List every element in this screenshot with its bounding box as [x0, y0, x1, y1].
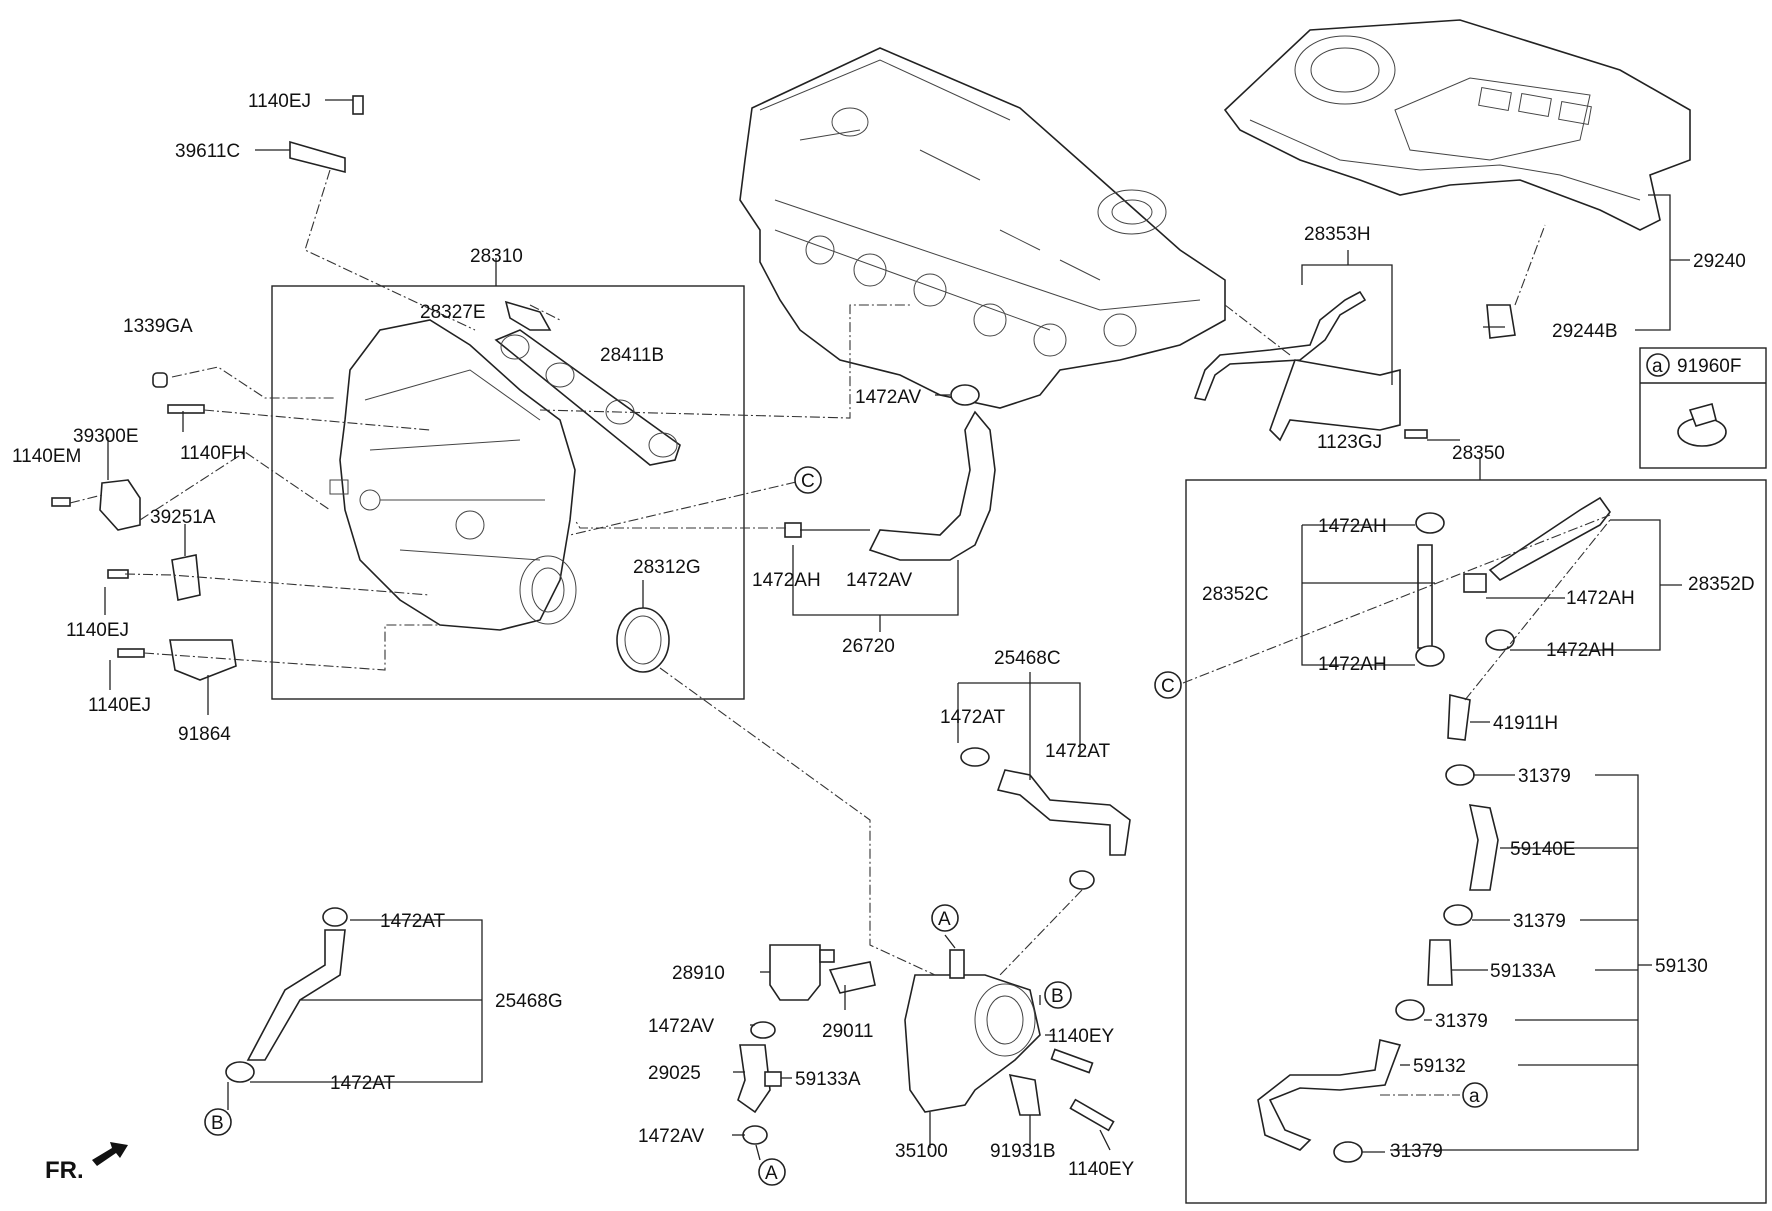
label-1140ej-top: 1140EJ [248, 91, 311, 112]
label-31379-a: 31379 [1518, 766, 1571, 787]
legend-clamp-icon [1677, 403, 1727, 447]
label-1472at-upper-left: 1472AT [940, 707, 1006, 728]
label-28353h: 28353H [1304, 224, 1371, 245]
label-28352d: 28352D [1688, 574, 1755, 595]
label-1472ah-box-right: 1472AH [1566, 588, 1635, 609]
label-31379-d: 31379 [1390, 1141, 1443, 1162]
label-91960f: 91960F [1677, 356, 1741, 377]
cylinder-head-drawing [739, 47, 1226, 409]
callout-a-throttle-text: A [938, 909, 951, 930]
callout-a-legend-text: a [1652, 356, 1663, 377]
label-59130: 59130 [1655, 956, 1708, 977]
label-28350: 28350 [1452, 443, 1505, 464]
callout-a-hose [1462, 1082, 1488, 1108]
label-39251a: 39251A [150, 507, 216, 528]
label-1472ah-box-left: 1472AH [1318, 654, 1387, 675]
hose-25468g-drawing [225, 907, 348, 1083]
label-front: FR. [45, 1157, 84, 1184]
callout-b-hose-text: B [211, 1113, 224, 1134]
label-1472av-valve: 1472AV [648, 1016, 715, 1037]
hose-26720-drawing [784, 384, 996, 561]
label-1472ah-left: 1472AH [752, 570, 821, 591]
purge-valve-drawing [737, 944, 876, 1145]
hoses-28352-drawing [1415, 496, 1611, 741]
label-1472av-lower: 1472AV [846, 570, 913, 591]
callout-c-manifold [794, 466, 822, 494]
intake-manifold-drawing [329, 319, 577, 631]
label-1472at-lower-top: 1472AT [380, 911, 446, 932]
legend-box [1639, 347, 1767, 469]
label-25468c: 25468C [994, 648, 1061, 669]
leader-lines [69, 99, 1690, 1161]
label-1140ej-mid: 1140EJ [66, 620, 129, 641]
callout-a-legend [1646, 353, 1670, 377]
label-28411b: 28411B [600, 345, 664, 366]
label-1140fh: 1140FH [180, 443, 246, 464]
callout-a-throttle [931, 904, 959, 932]
label-1472at-upper-right: 1472AT [1045, 741, 1111, 762]
callout-a-hose-text: a [1469, 1086, 1480, 1107]
label-28312g: 28312G [633, 557, 701, 578]
label-1472ah-box-top: 1472AH [1318, 516, 1387, 537]
breather-tube-drawing [1193, 290, 1428, 442]
callout-circles: a a C C A B B A [204, 353, 1670, 1186]
label-59132: 59132 [1413, 1056, 1466, 1077]
label-59133a-valve: 59133A [795, 1069, 861, 1090]
intake-manifold-group-box [271, 285, 745, 700]
label-1140ey-lower: 1140EY [1068, 1159, 1135, 1180]
label-1472av-bottom: 1472AV [638, 1126, 705, 1147]
label-91931b: 91931B [990, 1141, 1056, 1162]
label-25468g: 25468G [495, 991, 563, 1012]
label-31379-c: 31379 [1435, 1011, 1488, 1032]
part-labels: 1140EJ 39611C 28310 28327E 28411B 1339GA… [12, 91, 1755, 1184]
label-28327e: 28327E [420, 302, 486, 323]
throttle-body-drawing [904, 949, 1115, 1132]
small-fasteners-left [51, 95, 552, 681]
hose-25468c-drawing [960, 747, 1131, 890]
callout-c-box [1154, 671, 1182, 699]
hose-59130-drawing [1257, 764, 1499, 1163]
label-35100: 35100 [895, 1141, 948, 1162]
label-1472at-lower-bottom: 1472AT [330, 1073, 396, 1094]
callout-b-throttle-text: B [1051, 986, 1064, 1007]
front-arrow-icon [92, 1142, 128, 1166]
label-28310: 28310 [470, 246, 523, 267]
label-26720: 26720 [842, 636, 895, 657]
grommet-29244b [1486, 304, 1516, 339]
label-28910: 28910 [672, 963, 725, 984]
manifold-gasket-drawing [494, 329, 681, 466]
label-91864: 91864 [178, 724, 231, 745]
label-29240: 29240 [1693, 251, 1746, 272]
label-29011: 29011 [822, 1021, 873, 1042]
label-29025: 29025 [648, 1063, 701, 1084]
callout-a-valve [758, 1158, 786, 1186]
label-1123gj: 1123GJ [1317, 432, 1382, 453]
label-29244b: 29244B [1552, 321, 1618, 342]
label-1140ej-low: 1140EJ [88, 695, 151, 716]
label-59133a-right: 59133A [1490, 961, 1556, 982]
label-39611c: 39611C [175, 141, 240, 162]
label-1140ey-upper: 1140EY [1048, 1026, 1115, 1047]
label-41911h: 41911H [1493, 713, 1558, 734]
callout-c-manifold-text: C [801, 471, 815, 492]
label-59140e: 59140E [1510, 839, 1576, 860]
callout-b-hose [204, 1108, 232, 1136]
label-31379-b: 31379 [1513, 911, 1566, 932]
callout-b-throttle [1044, 981, 1072, 1009]
label-1140em: 1140EM [12, 446, 81, 467]
label-1472ah-box-lower: 1472AH [1546, 640, 1615, 661]
hose-group-box [1185, 479, 1767, 1204]
engine-cover-drawing [1223, 19, 1691, 231]
label-1339ga: 1339GA [123, 316, 193, 337]
label-1472av-upper: 1472AV [855, 387, 922, 408]
label-39300e: 39300E [73, 426, 139, 447]
callout-a-valve-text: A [765, 1163, 778, 1184]
callout-c-box-text: C [1161, 676, 1175, 697]
label-28352c: 28352C [1202, 584, 1269, 605]
